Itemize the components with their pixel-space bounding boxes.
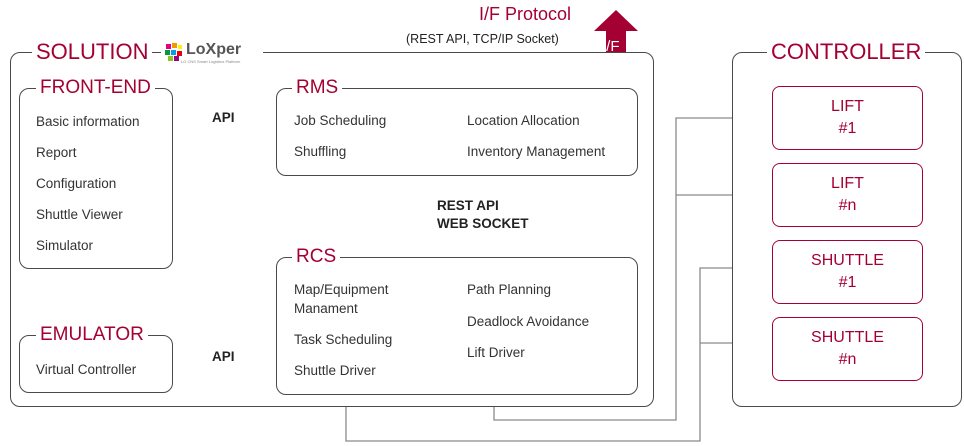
- shuttle-driver-route: [345, 263, 771, 442]
- web-socket-label: WEB SOCKET: [437, 216, 529, 231]
- rcs-item: Lift Driver: [467, 345, 525, 360]
- api-bottom-label: API: [212, 349, 235, 364]
- logo-tagline: LG CNS Smart Logistics Platform: [181, 59, 241, 64]
- loxper-logo: LoXper LG CNS Smart Logistics Platform: [161, 42, 263, 66]
- rms-item: Location Allocation: [467, 113, 580, 128]
- rcs-item: Shuttle Driver: [294, 363, 376, 378]
- unit-number: #1: [838, 120, 857, 137]
- frontend-item: Shuttle Viewer: [36, 207, 123, 222]
- emulator-box: [19, 335, 173, 393]
- unit-name: SHUTTLE: [811, 329, 884, 346]
- if-label: I/F: [602, 38, 620, 55]
- controller-unit-shuttle-1: SHUTTLE #1: [772, 240, 923, 304]
- controller-unit-lift-n: LIFT #n: [772, 163, 923, 227]
- rms-box: [276, 88, 638, 176]
- protocol-title: I/F Protocol: [479, 4, 572, 24]
- rms-item: Job Scheduling: [294, 113, 387, 128]
- rms-item: Inventory Management: [467, 144, 606, 159]
- rcs-item: Path Planning: [467, 282, 552, 297]
- emulator-item: Virtual Controller: [36, 362, 137, 377]
- controller-unit-shuttle-n: SHUTTLE #n: [772, 317, 923, 381]
- rcs-title: RCS: [292, 247, 341, 266]
- frontend-item: Report: [36, 145, 77, 160]
- unit-name: LIFT: [831, 175, 864, 192]
- rms-title: RMS: [292, 78, 343, 97]
- lift-driver-route: [493, 113, 771, 421]
- protocol-subtitle: (REST API, TCP/IP Socket): [406, 32, 559, 46]
- logo-cube-icon: [165, 43, 182, 61]
- unit-name: LIFT: [831, 98, 864, 115]
- emulator-title: EMULATOR: [36, 325, 148, 344]
- api-top-label: API: [212, 110, 235, 125]
- rms-item: Shuffling: [294, 144, 347, 159]
- unit-number: #1: [838, 274, 857, 291]
- frontend-item: Basic information: [36, 114, 140, 129]
- controller-title: CONTROLLER: [767, 41, 926, 63]
- frontend-item: Configuration: [36, 176, 117, 191]
- rcs-item: Map/Equipment: [294, 282, 389, 297]
- logo-text: LoXper: [186, 41, 242, 58]
- rest-api-label: REST API: [437, 198, 499, 213]
- rcs-item: Task Scheduling: [294, 332, 393, 347]
- solution-title: SOLUTION: [32, 41, 153, 63]
- controller-unit-lift-1: LIFT #1: [772, 86, 923, 150]
- unit-name: SHUTTLE: [811, 252, 884, 269]
- rcs-item: Deadlock Avoidance: [467, 314, 590, 329]
- frontend-item: Simulator: [36, 238, 94, 253]
- rcs-item: Manament: [294, 301, 358, 316]
- unit-number: #n: [838, 197, 857, 214]
- frontend-box: [19, 88, 173, 269]
- unit-number: #n: [838, 351, 857, 368]
- rcs-box: [276, 257, 638, 395]
- frontend-title: FRONT-END: [36, 78, 155, 97]
